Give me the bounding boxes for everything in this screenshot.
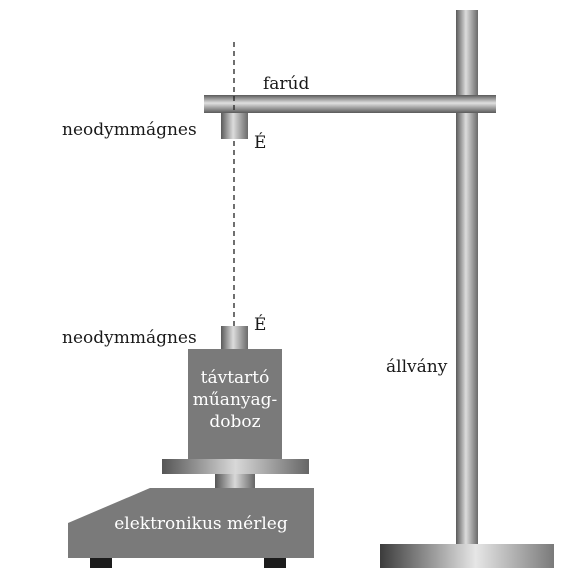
stand-base <box>380 544 554 568</box>
top-magnet <box>221 113 248 139</box>
scale-label: elektronikus mérleg <box>114 514 288 534</box>
bottom-magnet-label: neodymmágnes <box>62 328 197 348</box>
scale-foot-right <box>264 558 286 568</box>
electronic-scale-body <box>68 488 314 558</box>
top-magnet-label: neodymmágnes <box>62 120 197 140</box>
bottom-pole-label: É <box>254 314 266 335</box>
spacer-label-line2: műanyag- <box>193 390 278 410</box>
crossbar-label: farúd <box>263 74 310 94</box>
scale-pan-stem <box>215 474 255 488</box>
top-pole-label: É <box>254 132 266 153</box>
stand-label: állvány <box>386 357 448 377</box>
scale-pan <box>162 459 309 474</box>
stand-rod <box>456 10 478 546</box>
spacer-box <box>188 349 282 459</box>
crossbar-rod <box>204 95 496 113</box>
spacer-label-line1: távtartó <box>201 368 270 388</box>
scale-foot-left <box>90 558 112 568</box>
spacer-label-line3: doboz <box>209 412 260 432</box>
bottom-magnet <box>221 326 248 349</box>
